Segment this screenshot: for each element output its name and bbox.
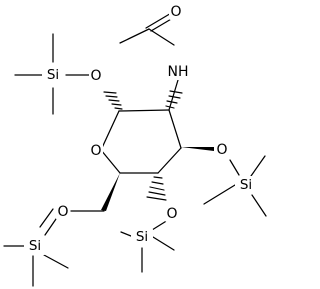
c4-oxygen-label: O (166, 206, 177, 222)
ring-oxygen-label: O (90, 143, 101, 159)
si-right-methyl-down (251, 194, 267, 217)
si-right-methyl-up (250, 155, 266, 177)
ring-c2-c3-bond (168, 109, 182, 149)
c3-oxygen-label: O (216, 142, 227, 158)
si-bottom-left-methyl-up (39, 208, 54, 228)
carbonyl-bond-left (148, 28, 175, 46)
chemical-structure-svg: O NH O O O O O Si Si Si Si (3, 3, 267, 287)
ring-o-c1-bond (100, 110, 120, 151)
ring-c3-c4-bond (157, 147, 182, 174)
c2-nitrogen-hashed-bond (165, 90, 183, 109)
si-right-methyl-left (203, 184, 236, 205)
ring-c5-o-bond (100, 149, 121, 174)
molecular-structure-diagram: O NH O O O O O Si Si Si Si (3, 3, 267, 287)
amide-to-c2-bond (168, 79, 179, 111)
si-bottom-middle-methyl-left (120, 231, 132, 237)
c6-oxygen-label: O (57, 204, 68, 220)
acetyl-methyl-bond (119, 28, 150, 44)
top-left-silicon-label: Si (47, 67, 59, 83)
amide-nitrogen-label: NH (168, 64, 189, 80)
c4-o-si-bond (151, 219, 169, 231)
bottom-middle-silicon-label: Si (136, 229, 148, 245)
bottom-left-silicon-label: Si (29, 238, 41, 254)
carbonyl-oxygen-label: O (170, 4, 181, 20)
si-bottom-middle-methyl-right (152, 236, 175, 251)
c5-ch2-wedge-bond (101, 173, 120, 211)
c3-o-si-bond (229, 159, 240, 176)
anomeric-oxygen-label: O (90, 68, 101, 84)
c3-oxygen-wedge-bond (181, 147, 214, 151)
ring-c1-c2-bond (118, 109, 170, 112)
anomeric-hashed-bond (103, 91, 123, 110)
right-silicon-label: Si (240, 177, 252, 193)
c6-o-si-bond (44, 218, 57, 236)
c4-oxygen-hashed-bond (146, 176, 167, 201)
carbonyl-double-bond-a (145, 11, 174, 29)
si-bottom-left-methyl-right (43, 254, 69, 269)
